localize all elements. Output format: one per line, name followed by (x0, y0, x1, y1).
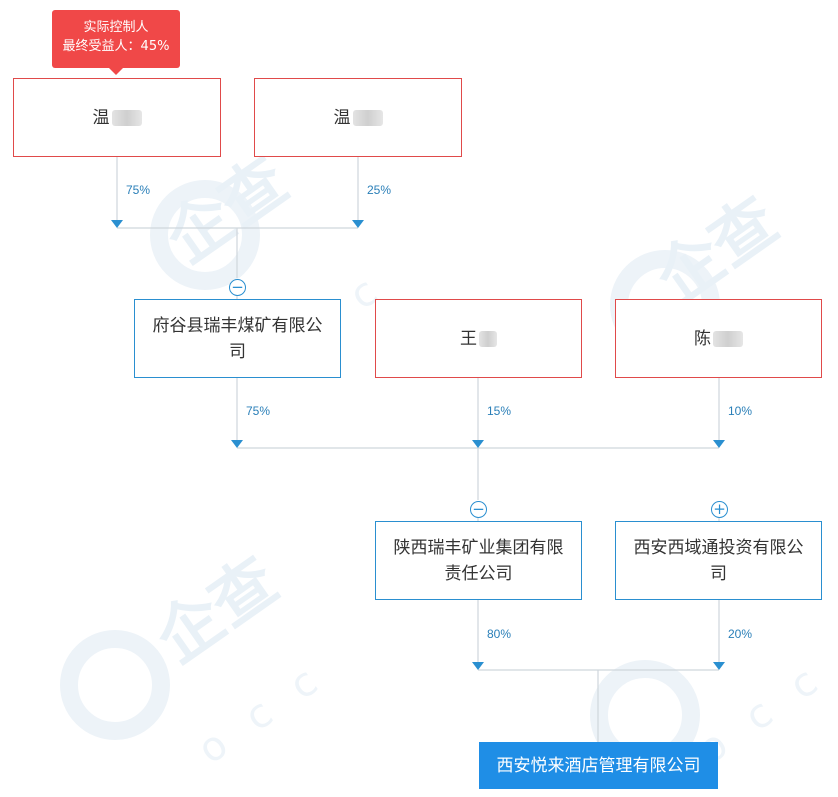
node-label: 府谷县瑞丰煤矿有限公司 (152, 315, 323, 362)
node-person-wen-1[interactable]: 温 (13, 78, 221, 157)
redacted-name (352, 109, 383, 126)
connector-paths (116, 157, 720, 742)
node-label: 王 (460, 328, 477, 349)
redacted-name (713, 330, 743, 347)
node-company-shaanxi-ruifeng-mining[interactable]: 陕西瑞丰矿业集团有限责任公司 (375, 521, 582, 600)
share-percent: 15% (487, 404, 512, 418)
share-percent: 80% (487, 627, 512, 641)
badge-title: 实际控制人 (83, 20, 149, 35)
share-percent: 20% (728, 627, 753, 641)
share-percent: 75% (126, 183, 151, 197)
node-company-xian-xiyutong-investment[interactable]: 西安西域通投资有限公司 (615, 521, 822, 600)
node-target-company[interactable]: 西安悦来酒店管理有限公司 (479, 742, 718, 789)
expand-toggle-xiyu[interactable]: + (711, 501, 728, 518)
share-percent: 10% (728, 404, 753, 418)
collapse-toggle-ruifeng[interactable]: − (470, 501, 487, 518)
controller-badge: 实际控制人 最终受益人：45% (52, 10, 180, 75)
redacted-name (111, 109, 142, 126)
node-company-fugu-ruifeng-coal[interactable]: 府谷县瑞丰煤矿有限公司 (134, 299, 341, 378)
node-label: 温 (333, 107, 351, 128)
connector-arrows (111, 220, 725, 670)
node-person-wen-2[interactable]: 温 (254, 78, 462, 157)
badge-share: 最终受益人：45% (62, 39, 170, 54)
node-label: 西安西域通投资有限公司 (633, 537, 804, 584)
share-percent: 25% (367, 183, 392, 197)
node-label: 温 (92, 107, 110, 128)
redacted-name (479, 330, 497, 347)
node-label: 陕西瑞丰矿业集团有限责任公司 (393, 537, 564, 584)
node-person-wang[interactable]: 王 (375, 299, 582, 378)
node-person-chen[interactable]: 陈 (615, 299, 822, 378)
share-percent: 75% (246, 404, 271, 418)
node-label: 陈 (694, 328, 711, 349)
collapse-toggle-fugu[interactable]: − (229, 279, 246, 296)
node-label: 西安悦来酒店管理有限公司 (496, 755, 701, 776)
